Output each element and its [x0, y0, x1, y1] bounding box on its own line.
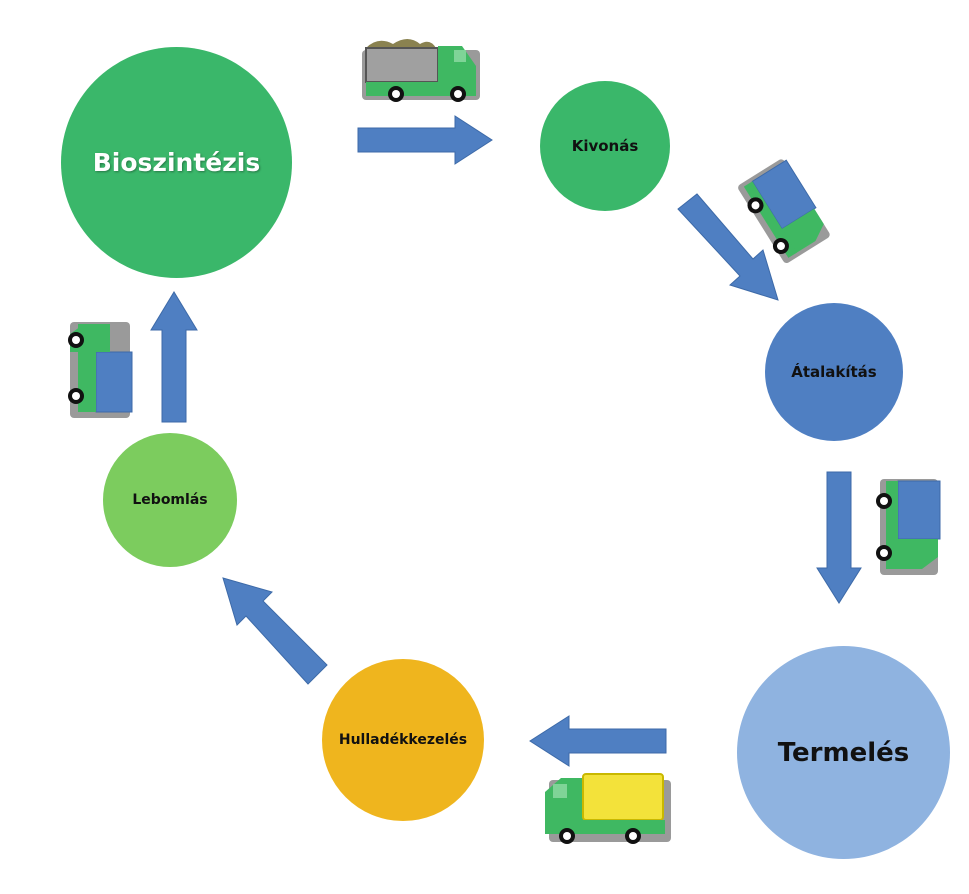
node-label: Kivonás [571, 137, 639, 155]
arrow-icon [677, 193, 779, 301]
node-hulladekkezeles: Hulladékkezelés [322, 659, 484, 821]
node-termeles: Termelés [737, 646, 950, 859]
node-lebomlas: Lebomlás [103, 433, 237, 567]
truck-icon [68, 322, 133, 418]
node-label: Átalakítás [791, 363, 877, 381]
truck-icon [545, 773, 671, 844]
arrow-icon [357, 115, 493, 165]
arrow-icon [150, 291, 198, 423]
node-kivonas: Kivonás [540, 81, 670, 211]
node-label: Termelés [777, 737, 910, 768]
truck-icon [876, 479, 941, 575]
arrow-icon [816, 471, 862, 604]
arrow-icon [529, 715, 667, 767]
truck-icon [362, 39, 480, 102]
truck-icon [738, 159, 830, 263]
arrow-icon [222, 577, 328, 685]
node-bioszintezis: Bioszintézis [61, 47, 292, 278]
node-label: Lebomlás [132, 492, 208, 508]
node-atalakitas: Átalakítás [765, 303, 903, 441]
node-label: Bioszintézis [92, 148, 261, 177]
node-label: Hulladékkezelés [338, 732, 468, 748]
